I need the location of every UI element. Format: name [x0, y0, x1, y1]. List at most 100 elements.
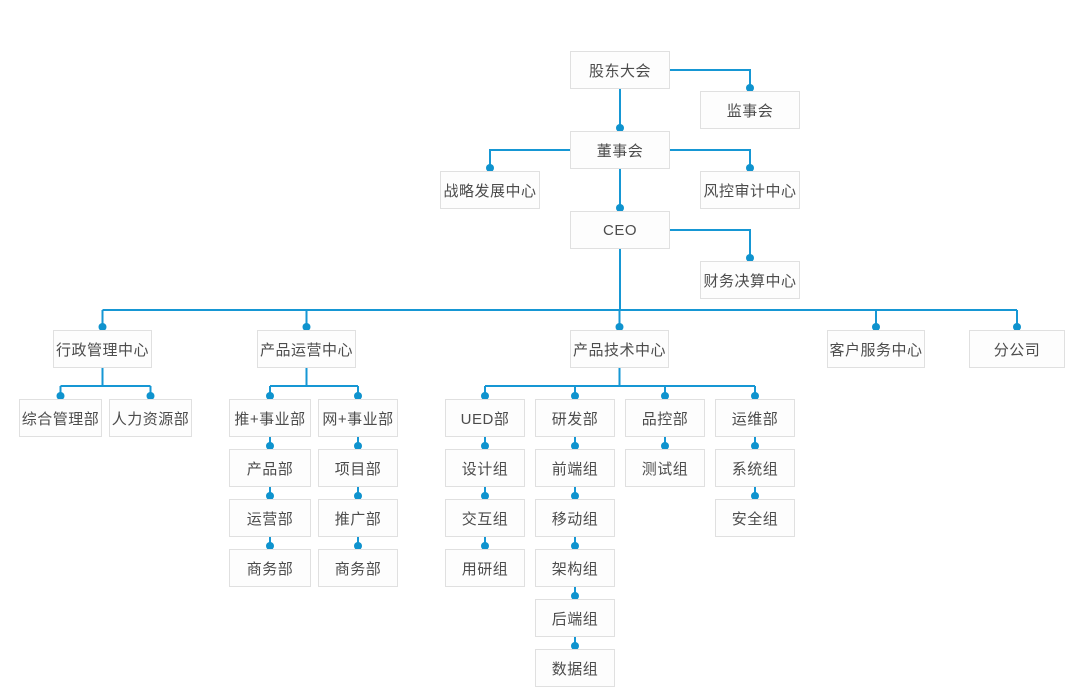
org-node-label: 综合管理部	[21, 410, 100, 428]
org-node-data: 数据组	[535, 649, 615, 687]
org-node-label: 董事会	[596, 142, 644, 160]
org-node-design: 设计组	[445, 449, 525, 487]
org-node-label: 架构组	[551, 560, 599, 578]
org-node-rd: 研发部	[535, 399, 615, 437]
org-node-security: 安全组	[715, 499, 795, 537]
org-node-label: 分公司	[993, 341, 1041, 359]
org-node-project: 项目部	[318, 449, 398, 487]
org-node-label: 商务部	[246, 560, 294, 578]
org-node-tui: 推+事业部	[229, 399, 311, 437]
org-node-label: 移动组	[551, 510, 599, 528]
org-node-service: 客户服务中心	[827, 330, 925, 368]
connector-dot	[354, 442, 362, 450]
org-node-business2: 商务部	[318, 549, 398, 587]
connector-dot	[481, 542, 489, 550]
org-node-label: 设计组	[461, 460, 509, 478]
org-node-general: 综合管理部	[19, 399, 102, 437]
connector-dot	[751, 392, 759, 400]
connector-dot	[616, 204, 624, 212]
org-node-frontend: 前端组	[535, 449, 615, 487]
connector-dot	[266, 442, 274, 450]
connector-dot	[872, 323, 880, 331]
connector-line	[489, 149, 570, 168]
org-node-test: 测试组	[625, 449, 705, 487]
connector-dot	[481, 392, 489, 400]
org-node-label: 系统组	[731, 460, 779, 478]
connector-dot	[354, 492, 362, 500]
connector-dot	[571, 392, 579, 400]
org-node-business1: 商务部	[229, 549, 311, 587]
connector-dot	[146, 392, 155, 400]
org-node-om: 运维部	[715, 399, 795, 437]
connector-line	[670, 229, 751, 258]
connector-dot	[751, 492, 759, 500]
org-node-label: 产品技术中心	[572, 341, 666, 359]
org-node-research: 用研组	[445, 549, 525, 587]
connector-dot	[302, 323, 311, 331]
org-node-label: 安全组	[731, 510, 779, 528]
connector-dot	[746, 84, 754, 92]
org-node-label: 行政管理中心	[55, 341, 149, 359]
connector-dot	[615, 323, 624, 331]
connector-dot	[354, 392, 362, 400]
org-node-label: 战略发展中心	[443, 182, 537, 200]
org-node-interaction: 交互组	[445, 499, 525, 537]
connector-dot	[56, 392, 65, 400]
connector-dot	[661, 442, 669, 450]
org-node-label: 数据组	[551, 660, 599, 678]
connector-dot	[481, 492, 489, 500]
org-node-branch: 分公司	[969, 330, 1065, 368]
org-node-risk: 风控审计中心	[700, 171, 800, 209]
org-node-label: 运维部	[731, 410, 779, 428]
org-node-label: 前端组	[551, 460, 599, 478]
org-node-label: UED部	[460, 410, 510, 428]
org-node-label: 风控审计中心	[703, 182, 797, 200]
connector-dot	[661, 392, 669, 400]
org-node-tech: 产品技术中心	[570, 330, 669, 368]
org-node-system: 系统组	[715, 449, 795, 487]
org-node-admin: 行政管理中心	[53, 330, 152, 368]
org-node-label: 品控部	[641, 410, 689, 428]
connector-dot	[751, 442, 759, 450]
org-node-qc: 品控部	[625, 399, 705, 437]
connector-dot	[746, 164, 754, 172]
connector-line	[670, 149, 751, 168]
connector-dot	[266, 542, 274, 550]
org-node-strategy: 战略发展中心	[440, 171, 540, 209]
connector-dot	[354, 542, 362, 550]
connector-dot	[571, 642, 579, 650]
org-node-ued: UED部	[445, 399, 525, 437]
connector-dot	[571, 442, 579, 450]
org-node-operation: 运营部	[229, 499, 311, 537]
org-node-label: 研发部	[551, 410, 599, 428]
org-node-label: 人力资源部	[111, 410, 190, 428]
org-node-board: 董事会	[570, 131, 670, 169]
connector-dot	[571, 542, 579, 550]
org-node-wang: 网+事业部	[318, 399, 398, 437]
org-node-label: 产品部	[246, 460, 294, 478]
org-node-label: 客户服务中心	[829, 341, 923, 359]
org-node-product: 产品部	[229, 449, 311, 487]
org-node-ceo: CEO	[570, 211, 670, 249]
org-node-finance: 财务决算中心	[700, 261, 800, 299]
org-node-label: 产品运营中心	[259, 341, 353, 359]
connector-dot	[266, 392, 274, 400]
org-node-label: 财务决算中心	[703, 272, 797, 290]
org-node-label: CEO	[602, 221, 637, 239]
org-node-label: 监事会	[726, 102, 774, 120]
org-node-hr: 人力资源部	[109, 399, 192, 437]
org-node-label: 项目部	[334, 460, 382, 478]
org-node-ops: 产品运营中心	[257, 330, 356, 368]
connector-dot	[1013, 323, 1021, 331]
connector-dot	[481, 442, 489, 450]
connector-dot	[571, 492, 579, 500]
connector-dot	[266, 492, 274, 500]
org-node-label: 股东大会	[588, 62, 651, 80]
org-node-label: 交互组	[461, 510, 509, 528]
connector-dot	[98, 323, 107, 331]
org-node-label: 商务部	[334, 560, 382, 578]
org-node-label: 后端组	[551, 610, 599, 628]
org-node-label: 推+事业部	[234, 410, 306, 428]
